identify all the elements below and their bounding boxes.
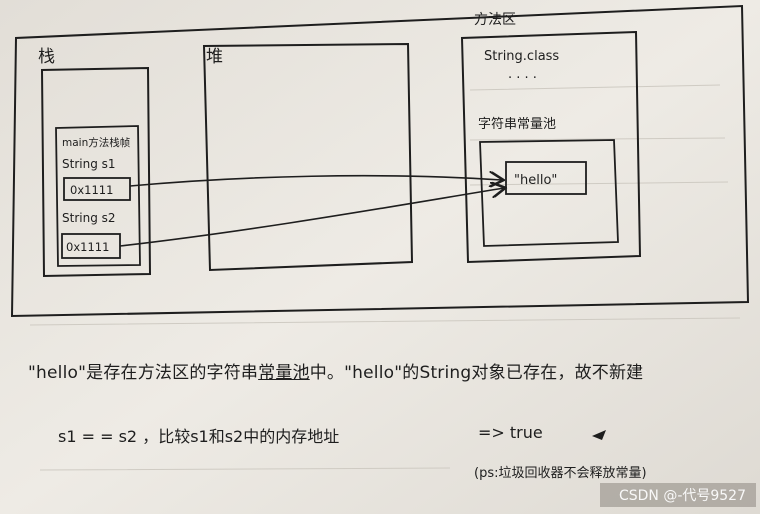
hello-value: "hello" bbox=[514, 173, 557, 188]
var-s1-value-box bbox=[63, 177, 131, 201]
method-area-label: 方法区 bbox=[474, 12, 516, 28]
explanation-line-2: s1 = = s2 ，比较s1和s2中的内存地址 bbox=[58, 427, 340, 446]
stack-frame-box bbox=[55, 125, 141, 267]
heap-label: 堆 bbox=[206, 47, 223, 67]
stack-frame-label: main方法栈帧 bbox=[62, 136, 131, 149]
ink-mark bbox=[592, 430, 606, 440]
method-area-ellipsis: . . . . bbox=[508, 67, 537, 82]
explanation-line-1-end: 中。"hello"的String对象已存在，故不新建 bbox=[309, 363, 644, 383]
var-s1-value: 0x1111 bbox=[70, 183, 113, 197]
memory-outer-box bbox=[10, 4, 750, 318]
var-s1-label: String s1 bbox=[62, 157, 116, 171]
explanation-line-3: (ps:垃圾回收器不会释放常量) bbox=[474, 466, 647, 481]
csdn-watermark: CSDN @-代号9527 bbox=[618, 488, 746, 504]
var-s2-value: 0x1111 bbox=[66, 240, 109, 254]
comparison-result: => true bbox=[478, 423, 543, 442]
method-area-box bbox=[460, 30, 642, 264]
string-pool-label: 字符串常量池 bbox=[478, 116, 556, 132]
hello-value-box bbox=[505, 161, 587, 195]
var-s2-label: String s2 bbox=[62, 211, 116, 225]
stack-box bbox=[40, 66, 152, 278]
string-pool-box bbox=[479, 139, 619, 247]
heap-box bbox=[202, 42, 414, 272]
explanation-line-1-underlined: 常量池 bbox=[258, 363, 310, 383]
show-through-lines bbox=[29, 84, 741, 471]
explanation-line-1: "hello"是存在方法区的字符串常量池中。"hello"的String对象已存… bbox=[28, 358, 643, 383]
stack-label: 栈 bbox=[38, 47, 55, 67]
string-class-label: String.class bbox=[484, 49, 559, 64]
watermark-backdrop bbox=[600, 483, 756, 507]
arrow-s1-to-hello bbox=[129, 176, 502, 186]
arrow-s2-to-hello bbox=[119, 188, 504, 247]
explanation-line-1-start: "hello"是存在方法区的字符串 bbox=[28, 363, 259, 383]
